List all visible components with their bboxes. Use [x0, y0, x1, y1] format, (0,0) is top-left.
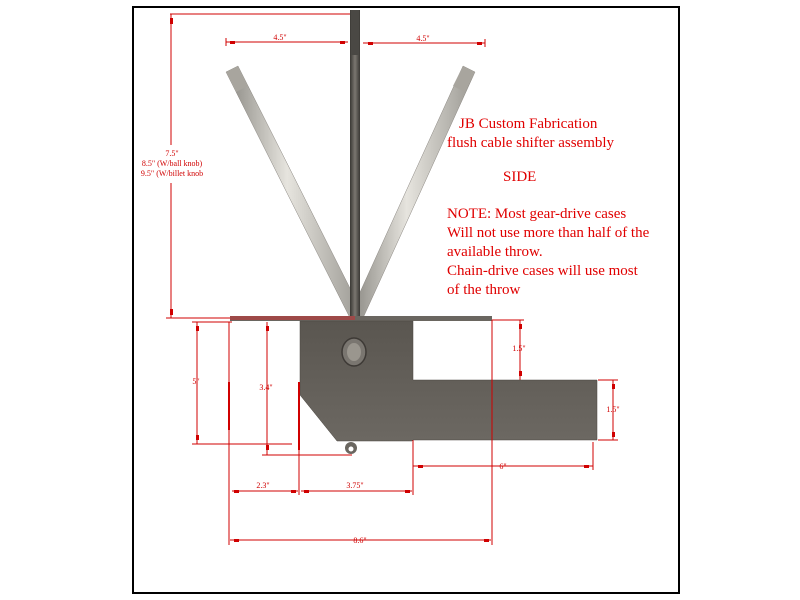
center-shift-rod [350, 10, 360, 318]
dimension-arrows [170, 18, 615, 542]
pivot-bolt [341, 337, 367, 367]
note-block: NOTE: Most gear-drive cases Will not use… [447, 205, 649, 300]
dim-step-height: 1.5" [512, 344, 525, 353]
dim-bracket-inner: 3.4" [259, 383, 272, 392]
dimension-lines [166, 13, 618, 545]
dim-height-1: 7.5" [165, 149, 178, 158]
note-line: available throw. [447, 244, 543, 260]
title-product: flush cable shifter assembly [447, 135, 615, 151]
dim-throw-left: 4.5" [273, 33, 286, 42]
dim-offset-left: 2.3" [256, 481, 269, 490]
bracket-body [299, 320, 598, 442]
view-label: SIDE [503, 168, 536, 187]
left-shift-rod [225, 65, 363, 319]
dim-bracket-height: 5" [192, 377, 199, 386]
title-company: JB Custom Fabrication [459, 116, 598, 132]
cable-eyelet [345, 442, 357, 454]
top-plate [230, 316, 492, 321]
note-line: NOTE: Most gear-drive cases [447, 206, 627, 222]
view-label-text: SIDE [503, 169, 537, 185]
drawing-frame [132, 6, 680, 594]
dim-body-width: 3.75" [346, 481, 363, 490]
note-line: of the throw [447, 282, 521, 298]
title-block: JB Custom Fabrication flush cable shifte… [447, 115, 614, 153]
dim-overall-width: 8.6" [353, 536, 366, 545]
marker-lines [228, 382, 300, 450]
note-line: Chain-drive cases will use most [447, 263, 638, 279]
dim-arm-length: 6" [499, 462, 506, 471]
dim-height-3: 9.5" (W/billet knob [141, 169, 203, 178]
dim-throw-right: 4.5" [416, 34, 429, 43]
dim-height-2: 8.5" (W/ball knob) [142, 159, 203, 168]
note-line: Will not use more than half of the [447, 225, 650, 241]
dim-arm-height: 1.5" [606, 405, 619, 414]
